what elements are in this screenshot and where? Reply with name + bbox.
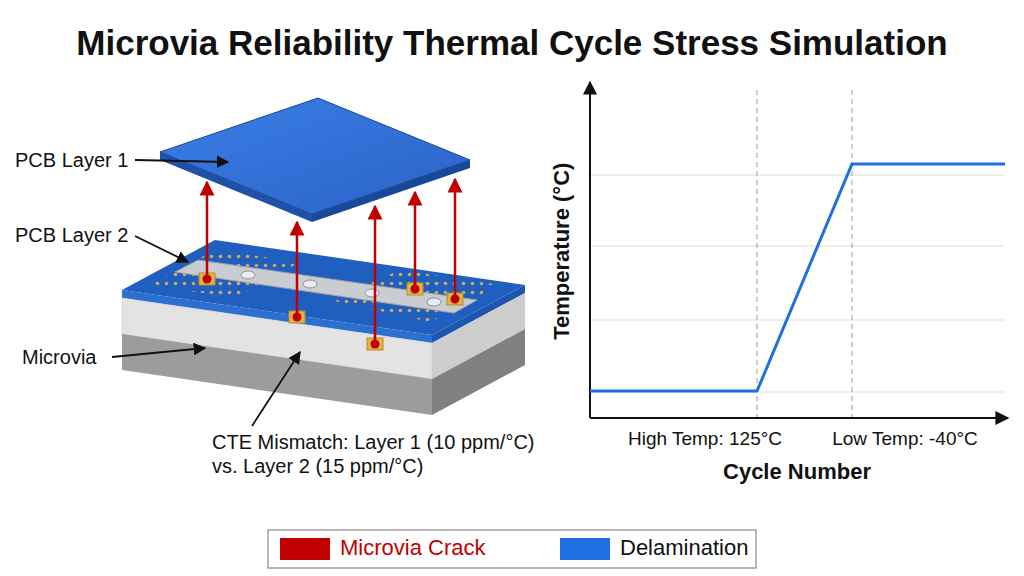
art-part	[590, 246, 1005, 247]
crack-dots	[203, 275, 460, 349]
via-holes	[241, 271, 441, 306]
art-part	[199, 273, 215, 285]
part-label: PCB Layer 1	[15, 148, 145, 172]
art-part	[206, 182, 209, 279]
axis-title: Cycle Number	[677, 459, 917, 485]
pcb-layer-1-plate	[160, 98, 470, 222]
chart	[590, 82, 1008, 418]
x-axis	[590, 417, 1008, 419]
pcb-base	[122, 240, 525, 415]
base-core-side	[432, 329, 525, 415]
art-part	[289, 311, 305, 323]
base-core	[122, 334, 432, 415]
art-part	[252, 352, 300, 426]
title: Microvia Reliability Thermal Cycle Stres…	[0, 22, 1024, 64]
legend-box	[268, 530, 756, 568]
note-label: CTE Mismatch: Layer 1 (10 ppm/°C) vs. La…	[212, 430, 562, 478]
art-part	[367, 338, 383, 350]
art-part	[296, 222, 299, 317]
legend-swatch	[280, 538, 330, 560]
art-part	[414, 192, 417, 289]
pcb-layer-2-strip	[175, 260, 477, 313]
art-part	[203, 275, 212, 284]
phase-lines	[757, 90, 852, 418]
art-part	[590, 320, 1005, 321]
art-part	[241, 271, 255, 279]
part-label: Microvia	[22, 345, 122, 369]
art-part	[135, 236, 188, 262]
axis-title: Temperature (°C)	[549, 126, 575, 376]
art-part	[411, 285, 420, 294]
gold-pads	[199, 273, 463, 350]
art-part	[374, 206, 377, 344]
art-part	[160, 98, 470, 214]
art-part	[303, 280, 317, 288]
grid-lines	[590, 175, 1005, 392]
part-label: PCB Layer 2	[15, 223, 145, 247]
legend-text: Delamination	[620, 535, 748, 561]
legend-swatch	[560, 538, 610, 560]
art-part	[590, 175, 1005, 176]
tick-label: Low Temp: -40°C	[805, 428, 1005, 451]
art-part	[447, 293, 463, 305]
art-part	[365, 289, 379, 297]
leader-lines	[112, 160, 300, 426]
legend-text: Microvia Crack	[340, 535, 485, 561]
art-part	[852, 90, 853, 418]
art-part	[407, 283, 423, 295]
art-part	[112, 348, 205, 357]
y-axis	[589, 82, 591, 418]
art-part	[427, 298, 441, 306]
art-part	[454, 179, 457, 299]
tick-label: High Temp: 125°C	[605, 428, 805, 451]
temperature-profile	[590, 164, 1005, 391]
art-part	[135, 160, 228, 162]
art-part	[293, 313, 302, 322]
art-part	[757, 90, 758, 418]
art-part	[371, 340, 380, 349]
art-part	[451, 295, 460, 304]
